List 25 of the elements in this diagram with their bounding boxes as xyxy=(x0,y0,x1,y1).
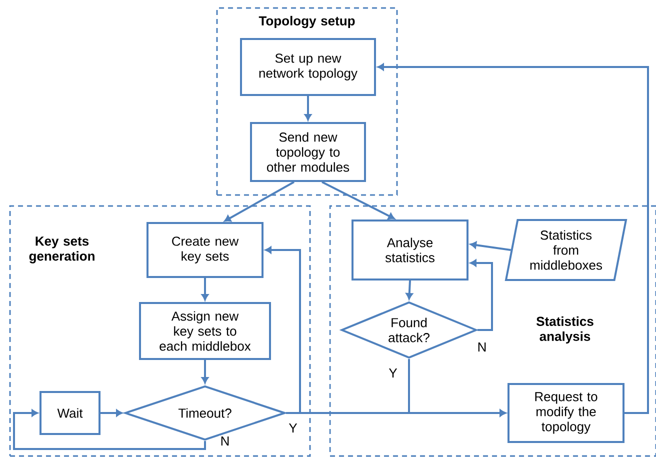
arrow xyxy=(377,63,649,414)
arrow xyxy=(406,280,413,300)
edge-label: Y xyxy=(288,422,298,434)
process-box: Analyse statistics xyxy=(352,220,468,280)
group-heading: Key sets generation xyxy=(29,236,94,264)
arrow xyxy=(13,409,206,450)
process-box: Request to modify the topology xyxy=(508,383,624,443)
arrow xyxy=(201,360,209,384)
process-box: Wait xyxy=(40,391,100,435)
edge-label: Y xyxy=(388,368,398,378)
arrow xyxy=(304,96,312,121)
arrow xyxy=(408,359,506,417)
process-box: Create new key sets xyxy=(146,222,264,278)
group-heading: Statistics analysis xyxy=(536,316,594,344)
arrow xyxy=(264,246,301,414)
arrow xyxy=(470,259,493,331)
edge-label: N xyxy=(476,342,488,352)
edge-label: N xyxy=(219,436,231,446)
arrow xyxy=(100,409,123,417)
arrow xyxy=(470,242,511,251)
process-box: Set up new network topology xyxy=(240,38,376,96)
process-box: Send new topology to other modules xyxy=(250,122,366,182)
process-box: Assign new key sets to each middlebox xyxy=(139,302,271,360)
arrow xyxy=(201,278,209,301)
group-heading: Topology setup xyxy=(258,16,355,28)
